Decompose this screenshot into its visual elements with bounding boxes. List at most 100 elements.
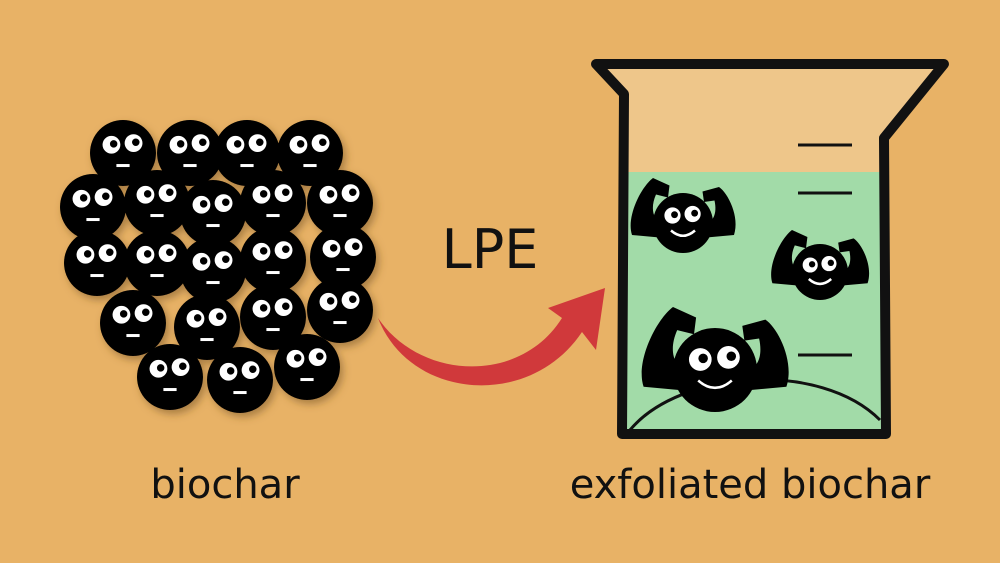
pupil xyxy=(259,247,268,255)
biochar-particle xyxy=(214,120,280,186)
pupil xyxy=(249,365,257,373)
biochar-particle xyxy=(240,227,306,293)
pupil xyxy=(316,352,324,360)
biochar-particle xyxy=(174,294,240,360)
biochar-particle xyxy=(64,230,130,296)
biochar-particle xyxy=(307,170,373,236)
pupil xyxy=(698,353,708,364)
pupil xyxy=(143,250,152,258)
pupil xyxy=(352,242,360,250)
pupil xyxy=(83,250,92,258)
pupil xyxy=(106,248,114,256)
biochar-particle xyxy=(100,290,166,356)
strong-particle-face xyxy=(653,193,713,253)
particle-body xyxy=(180,237,246,303)
biochar-particle xyxy=(180,237,246,303)
lpe-label: LPE xyxy=(441,218,539,281)
particle-body xyxy=(207,347,273,413)
strong-particle-face xyxy=(792,244,848,300)
pupil xyxy=(79,194,88,202)
pupil xyxy=(671,211,678,219)
beaker xyxy=(591,59,949,439)
pupil xyxy=(259,190,268,198)
pupil xyxy=(282,245,290,253)
pupil xyxy=(256,138,264,146)
pupil xyxy=(222,198,230,206)
biochar-particle xyxy=(124,230,190,296)
pupil xyxy=(216,312,224,320)
pupil xyxy=(176,140,185,148)
biochar-particle xyxy=(180,180,246,246)
exfoliated-biochar-label: exfoliated biochar xyxy=(569,462,931,508)
pupil xyxy=(193,314,202,322)
pupil xyxy=(326,190,335,198)
pupil xyxy=(293,354,302,362)
beaker-outline xyxy=(591,59,949,439)
pupil xyxy=(827,259,835,267)
strong-particle xyxy=(771,230,870,300)
biochar-particle xyxy=(310,224,376,290)
pupil xyxy=(166,188,174,196)
biochar-particle xyxy=(157,120,223,186)
biochar-particle xyxy=(207,347,273,413)
biochar-particle xyxy=(277,120,343,186)
smile xyxy=(807,278,833,286)
biochar-particle xyxy=(60,174,126,240)
pupil xyxy=(282,188,290,196)
biochar-particle xyxy=(274,334,340,400)
particle-body xyxy=(240,170,306,236)
biochar-particle xyxy=(240,284,306,350)
pupil xyxy=(349,295,357,303)
strong-particle xyxy=(630,178,736,253)
smile xyxy=(670,229,696,237)
particle-body xyxy=(307,277,373,343)
pupil xyxy=(808,261,816,268)
biochar-label: biochar xyxy=(150,462,300,508)
particle-body xyxy=(124,230,190,296)
pupil xyxy=(222,255,230,263)
biochar-particle xyxy=(90,120,156,186)
pupil xyxy=(296,140,305,148)
pupil xyxy=(199,138,207,146)
particle-body xyxy=(653,193,713,253)
pupil xyxy=(179,362,187,370)
pupil xyxy=(226,367,235,375)
biochar-particle xyxy=(240,170,306,236)
particle-body xyxy=(274,334,340,400)
particle-body xyxy=(100,290,166,356)
exfoliated-particles xyxy=(630,178,870,412)
particle-body xyxy=(792,244,848,300)
pupil xyxy=(109,140,118,148)
pupil xyxy=(142,308,150,316)
strong-particle xyxy=(641,307,789,412)
biochar-cluster xyxy=(60,120,376,413)
particle-body xyxy=(240,227,306,293)
pupil xyxy=(143,190,152,198)
pupil xyxy=(199,200,208,208)
particle-body xyxy=(180,180,246,246)
pupil xyxy=(119,310,128,318)
particle-body xyxy=(137,344,203,410)
biochar-particle xyxy=(307,277,373,343)
pupil xyxy=(691,209,699,217)
particle-body xyxy=(124,170,190,236)
pupil xyxy=(329,244,338,252)
pupil xyxy=(326,297,335,305)
lpe-arrow xyxy=(378,288,605,386)
pupil xyxy=(102,192,110,200)
pupil xyxy=(166,248,174,256)
pupil xyxy=(132,138,140,146)
pupil xyxy=(726,351,737,362)
strong-particle-face xyxy=(673,328,757,412)
pupil xyxy=(259,304,268,312)
pupil xyxy=(233,140,242,148)
particle-body xyxy=(64,230,130,296)
particle-body xyxy=(673,328,757,412)
biochar-particle xyxy=(124,170,190,236)
pupil xyxy=(199,257,208,265)
smile xyxy=(697,379,733,390)
pupil xyxy=(282,302,290,310)
particle-body xyxy=(60,174,126,240)
pupil xyxy=(319,138,327,146)
